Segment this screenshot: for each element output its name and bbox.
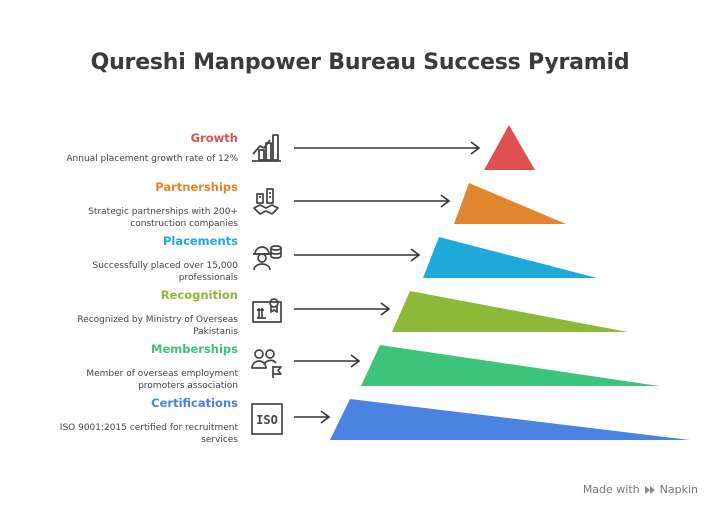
pyramid-level-placements: [423, 237, 597, 278]
pyramid-level-recognition: [392, 291, 628, 332]
level-description-certifications: ISO 9001:2015 certified for recruitment …: [59, 423, 238, 445]
level-description-partnerships: Strategic partnerships with 200+ constru…: [88, 207, 238, 229]
level-label-recognition: Recognition: [160, 288, 238, 302]
level-row-growth: Growth Annual placement growth rate of 1…: [0, 131, 720, 185]
pyramid-level-memberships: [361, 345, 659, 386]
level-row-certifications: Certifications ISO 9001:2015 certified f…: [0, 396, 720, 450]
worker-coins-icon: [253, 245, 282, 271]
level-label-growth: Growth: [190, 131, 238, 145]
napkin-logo-icon: [644, 485, 655, 494]
arrow-recognition: [294, 302, 391, 316]
pyramid-level-growth: [484, 125, 535, 170]
level-description-memberships: Member of overseas employment promoters …: [86, 369, 238, 391]
growth-chart-icon: [252, 134, 281, 162]
level-description-placements: Successfully placed over 15,000 professi…: [92, 261, 239, 283]
arrow-memberships: [294, 354, 361, 368]
level-description-growth: Annual placement growth rate of 12%: [66, 154, 238, 164]
level-label-partnerships: Partnerships: [155, 180, 238, 194]
pyramid-level-certifications: [330, 399, 690, 440]
diagram-title: Qureshi Manpower Bureau Success Pyramid: [90, 50, 630, 75]
level-description-recognition: Recognized by Ministry of Overseas Pakis…: [77, 315, 238, 337]
iso-badge-icon: ISO: [251, 403, 283, 435]
arrow-placements: [294, 248, 421, 262]
level-row-memberships: Memberships Member of overseas employmen…: [0, 342, 720, 396]
arrow-partnerships: [294, 194, 451, 208]
members-icon: [251, 349, 282, 378]
arrow-certifications: [294, 410, 331, 424]
level-label-memberships: Memberships: [151, 342, 238, 356]
napkin-watermark: Made with Napkin: [583, 483, 698, 496]
certificate-icon: [252, 298, 282, 323]
made-with-label: Made with: [582, 483, 640, 496]
arrow-growth: [294, 141, 481, 155]
level-row-partnerships: Partnerships Strategic partnerships with…: [0, 180, 720, 234]
level-label-certifications: Certifications: [151, 396, 238, 410]
level-label-placements: Placements: [162, 234, 238, 248]
handshake-buildings-icon: [253, 188, 279, 215]
napkin-brand: Napkin: [659, 483, 698, 496]
level-row-placements: Placements Successfully placed over 15,0…: [0, 234, 720, 288]
level-row-recognition: Recognition Recognized by Ministry of Ov…: [0, 288, 720, 342]
pyramid-level-partnerships: [454, 183, 566, 224]
svg-text:ISO: ISO: [256, 413, 278, 427]
